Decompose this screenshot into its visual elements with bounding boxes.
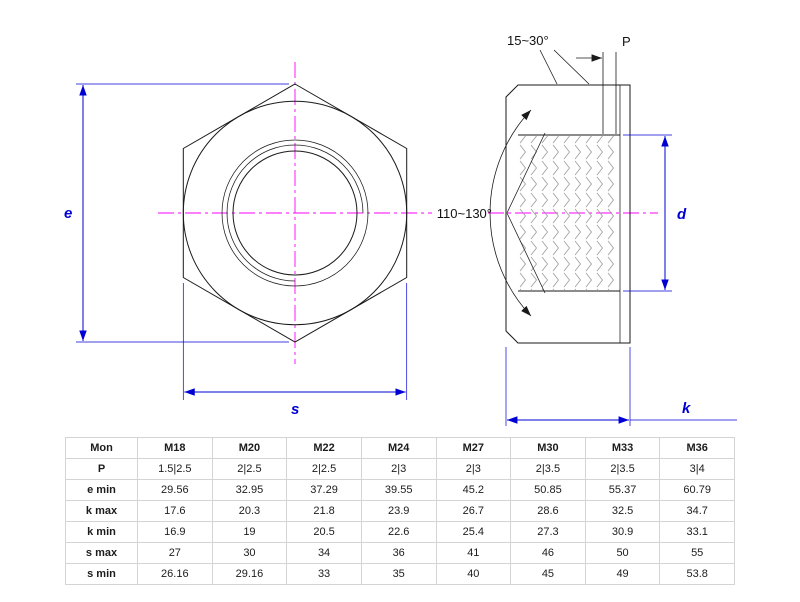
table-cell: 45	[510, 563, 586, 585]
table-cell: 27.3	[510, 521, 586, 543]
table-cell: 33	[286, 563, 362, 585]
table-cell: 53.8	[659, 563, 735, 585]
table-cell: 33.1	[659, 521, 735, 543]
table-cell: 34.7	[659, 500, 735, 522]
table-cell: 23.9	[360, 500, 437, 522]
thread-hatch	[519, 136, 619, 290]
row-label: k min	[65, 521, 138, 543]
table-cell: 32.5	[584, 500, 661, 522]
table-cell: 30	[211, 542, 288, 564]
table-cell: 37.29	[286, 479, 362, 501]
table-cell: 29.16	[211, 563, 288, 585]
row-label: P	[65, 458, 138, 480]
thread-major-arc	[226, 144, 364, 282]
table-size-header: M33	[584, 437, 661, 459]
table-cell: 46	[510, 542, 586, 564]
table-cell: 2|3	[435, 458, 512, 480]
table-cell: 20.5	[286, 521, 362, 543]
dimension-k: k	[505, 347, 737, 426]
table-cell: 60.79	[659, 479, 735, 501]
countersink-angle-annotation: 110~130°	[437, 109, 532, 317]
row-label: e min	[65, 479, 138, 501]
table-size-header: M24	[360, 437, 437, 459]
table-cell: 36	[360, 542, 437, 564]
chamfer-circle	[221, 139, 369, 287]
table-cell: 22.6	[360, 521, 437, 543]
table-cell: 34	[286, 542, 362, 564]
table-cell: 26.16	[137, 563, 213, 585]
table-cell: 26.7	[435, 500, 512, 522]
table-size-header: M18	[137, 437, 213, 459]
row-label: s min	[65, 563, 138, 585]
table-size-header: M22	[286, 437, 362, 459]
table-cell: 29.56	[137, 479, 213, 501]
dimension-d: d	[623, 134, 687, 292]
table-cell: 45.2	[435, 479, 512, 501]
chamfer-angle-label: 15~30°	[507, 33, 549, 48]
countersink-angle-label: 110~130°	[437, 206, 492, 221]
table-cell: 2|2.5	[286, 458, 362, 480]
chamfer-angle-annotation: 15~30°	[507, 33, 590, 85]
inscribed-circle	[182, 100, 408, 326]
e-label: e	[64, 205, 72, 222]
table-cell: 27	[137, 542, 213, 564]
table-cell: 49	[584, 563, 661, 585]
table-cell: 40	[435, 563, 512, 585]
table-corner-header: Mon	[65, 437, 138, 459]
table-cell: 17.6	[137, 500, 213, 522]
table-cell: 55	[659, 542, 735, 564]
table-size-header: M27	[435, 437, 512, 459]
table-cell: 20.3	[211, 500, 288, 522]
table-size-header: M20	[211, 437, 288, 459]
pitch-annotation: P	[576, 34, 631, 134]
table-cell: 50	[584, 542, 661, 564]
front-view	[158, 62, 432, 364]
bore-circle	[232, 150, 358, 276]
table-cell: 21.8	[286, 500, 362, 522]
d-label: d	[677, 206, 687, 223]
table-cell: 35	[360, 563, 437, 585]
angle-arc	[489, 109, 532, 317]
table-cell: 30.9	[584, 521, 661, 543]
technical-drawing: e s 15~30°	[64, 33, 737, 426]
table-cell: 28.6	[510, 500, 586, 522]
dimension-s: s	[182, 283, 408, 418]
table-cell: 32.95	[211, 479, 288, 501]
table-cell: 19	[211, 521, 288, 543]
table-cell: 2|2.5	[211, 458, 288, 480]
table-cell: 3|4	[659, 458, 735, 480]
nut-section-outline	[505, 84, 631, 344]
table-cell: 2|3	[360, 458, 437, 480]
table-cell: 2|3.5	[510, 458, 586, 480]
table-cell: 55.37	[584, 479, 661, 501]
k-label: k	[682, 400, 691, 417]
table-cell: 16.9	[137, 521, 213, 543]
table-cell: 2|3.5	[584, 458, 661, 480]
table-cell: 50.85	[510, 479, 586, 501]
side-view	[488, 84, 658, 344]
pitch-label: P	[622, 34, 631, 49]
table-size-header: M30	[510, 437, 586, 459]
table-cell: 41	[435, 542, 512, 564]
table-size-header: M36	[659, 437, 735, 459]
table-cell: 39.55	[360, 479, 437, 501]
dimension-e: e	[64, 83, 289, 343]
table-cell: 1.5|2.5	[137, 458, 213, 480]
leader-line	[553, 49, 590, 85]
row-label: s max	[65, 542, 138, 564]
leader-line	[539, 49, 558, 85]
hexagon-outline	[182, 83, 408, 343]
s-label: s	[291, 401, 299, 418]
table-cell: 25.4	[435, 521, 512, 543]
row-label: k max	[65, 500, 138, 522]
